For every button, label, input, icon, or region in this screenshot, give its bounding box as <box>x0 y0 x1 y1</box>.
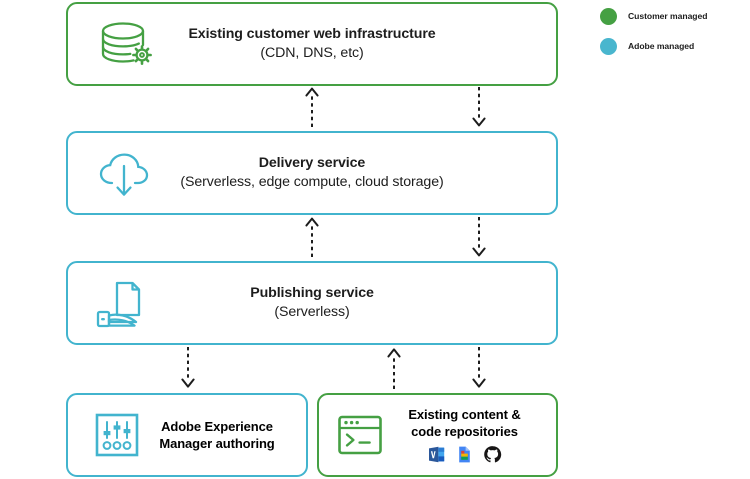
legend-item-adobe-managed: Adobe managed <box>600 35 707 57</box>
node-web-infrastructure-text: Existing customer web infrastructure (CD… <box>68 25 556 63</box>
arrow-delivery-to-web-infrastructure <box>303 86 321 128</box>
node-title: Existing content & <box>408 406 521 422</box>
cloud-download-icon <box>90 147 165 203</box>
legend-item-customer-managed: Customer managed <box>600 5 707 27</box>
microsoft-word-logo <box>427 445 446 464</box>
node-subtitle: code repositories <box>411 424 518 439</box>
github-logo <box>483 445 502 464</box>
node-publishing-service[interactable]: Publishing service (Serverless) <box>66 261 558 345</box>
document-publish-icon <box>90 277 165 333</box>
node-title: Adobe Experience <box>161 418 273 434</box>
legend: Customer managed Adobe managed <box>600 5 707 65</box>
teal-circle-icon <box>600 37 617 55</box>
node-web-infrastructure[interactable]: Existing customer web infrastructure (CD… <box>66 2 558 86</box>
node-subtitle: (Serverless) <box>274 304 350 320</box>
sliders-icon <box>94 412 140 458</box>
terminal-window-icon <box>337 414 383 456</box>
legend-label: Adobe managed <box>628 41 695 51</box>
node-aem-authoring[interactable]: Adobe Experience Manager authoring <box>66 393 308 477</box>
node-delivery-service[interactable]: Delivery service (Serverless, edge compu… <box>66 131 558 215</box>
node-title: Existing customer web infrastructure <box>188 26 436 43</box>
green-circle-icon <box>600 7 617 25</box>
repository-logos <box>383 445 546 464</box>
node-subtitle: (Serverless, edge compute, cloud storage… <box>180 174 444 190</box>
database-gear-icon <box>90 18 165 74</box>
arrow-publishing-to-delivery <box>303 216 321 258</box>
arrow-publishing-to-repositories <box>470 346 488 390</box>
node-subtitle: Manager authoring <box>159 436 275 451</box>
arrow-delivery-to-publishing <box>470 216 488 258</box>
node-subtitle: (CDN, DNS, etc) <box>260 45 364 61</box>
node-content-code-repositories[interactable]: Existing content & code repositories <box>317 393 558 477</box>
node-delivery-service-text: Delivery service (Serverless, edge compu… <box>68 154 556 192</box>
node-title: Publishing service <box>250 285 374 302</box>
node-aem-authoring-text: Adobe Experience Manager authoring <box>140 418 294 453</box>
node-title: Delivery service <box>258 155 366 172</box>
node-content-code-repositories-text: Existing content & code repositories <box>383 406 546 465</box>
node-publishing-service-text: Publishing service (Serverless) <box>68 284 556 322</box>
arrow-web-infrastructure-to-delivery <box>470 86 488 128</box>
arrow-publishing-to-aem-authoring <box>179 346 197 390</box>
legend-label: Customer managed <box>628 11 708 21</box>
arrow-repositories-to-publishing <box>385 346 403 390</box>
google-docs-logo <box>455 445 474 464</box>
